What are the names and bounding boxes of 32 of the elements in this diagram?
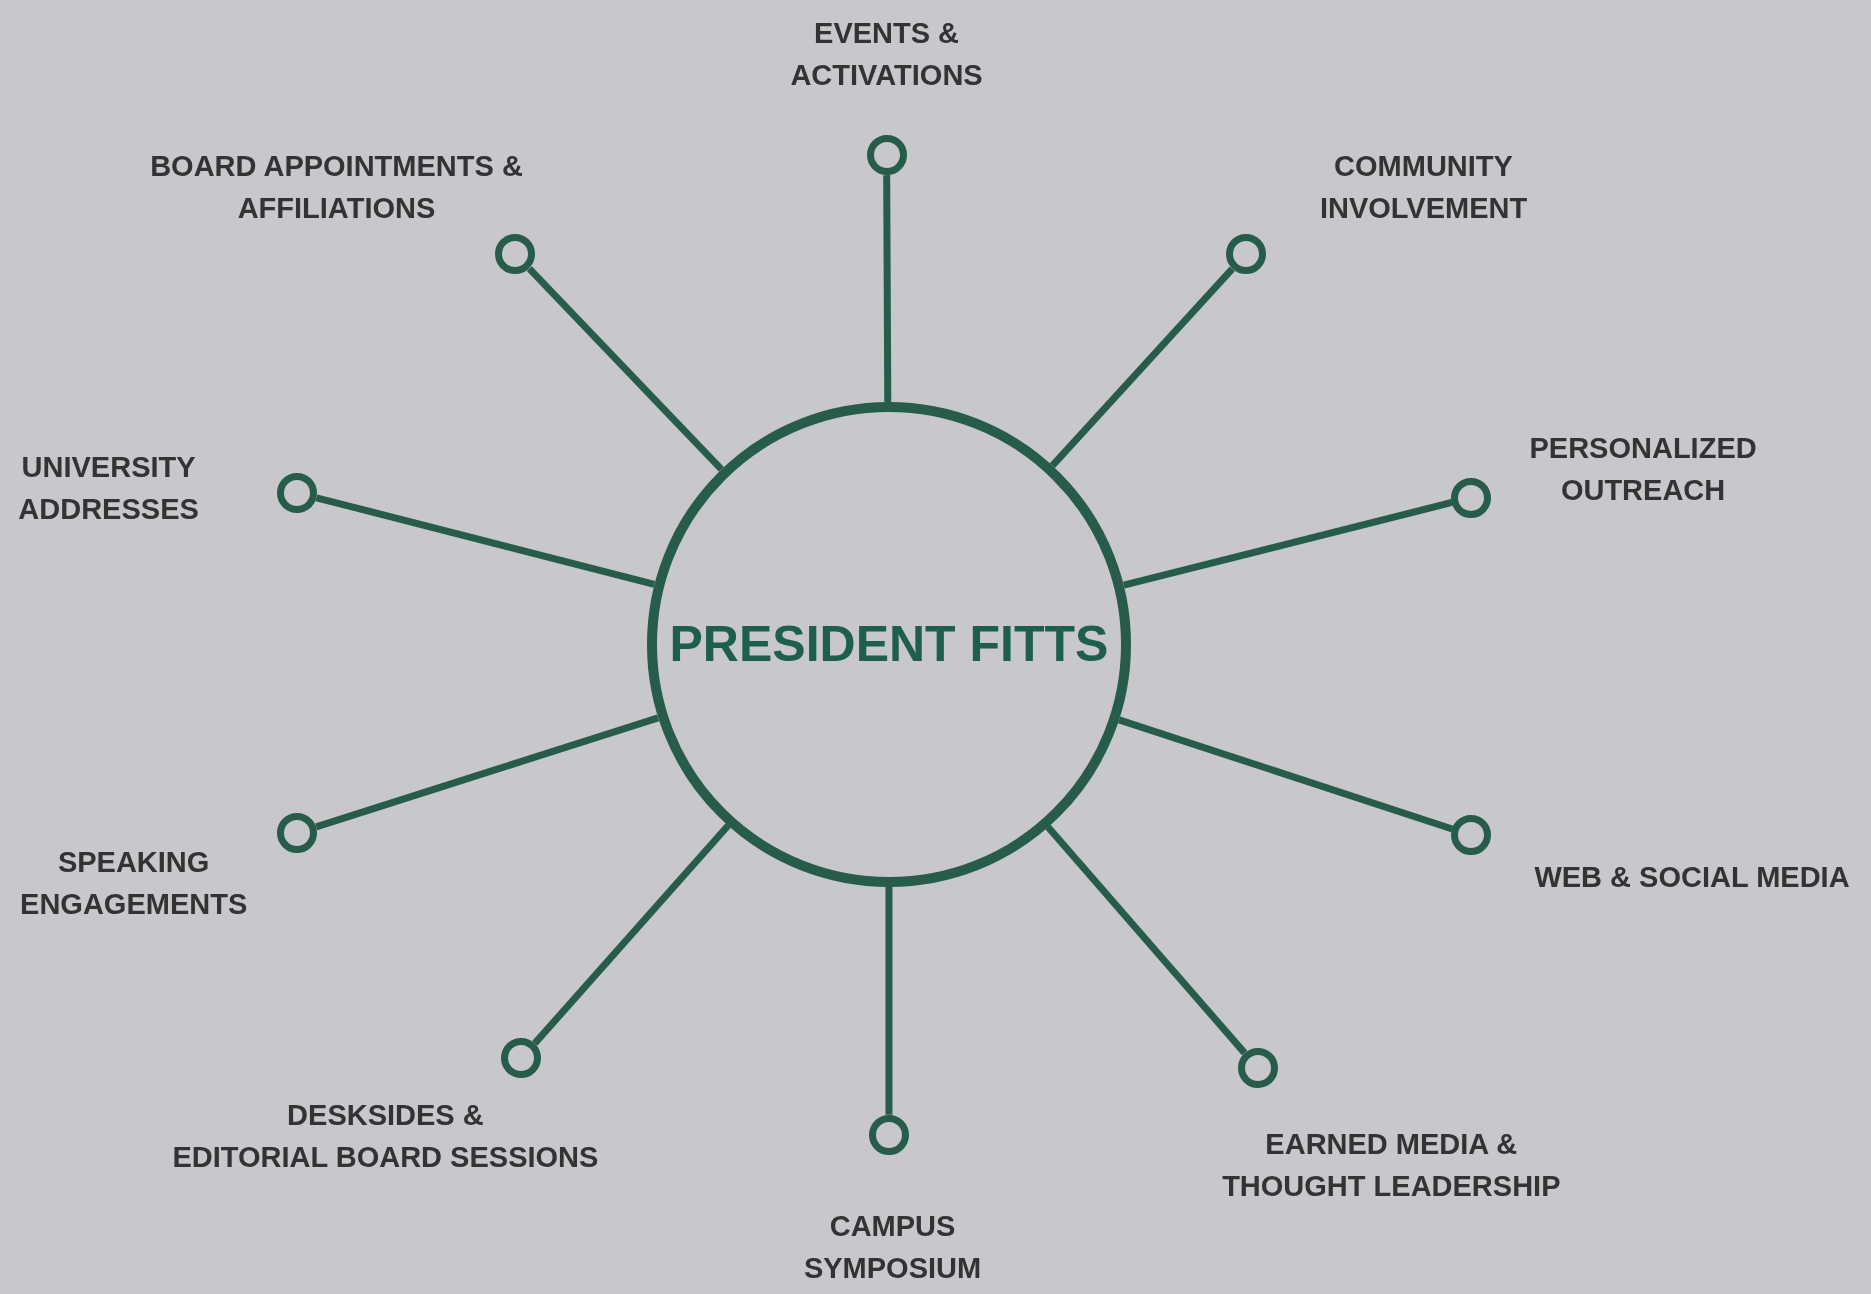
spoke-line [532, 823, 731, 1046]
spoke-line [883, 175, 892, 403]
topic-label: EARNED MEDIA & THOUGHT LEADERSHIP [1222, 1126, 1561, 1204]
spoke-line [1118, 716, 1454, 833]
spoke-line [315, 494, 656, 588]
spoke-end-circle [1237, 1047, 1278, 1088]
topic-label: PERSONALIZED OUTREACH [1529, 430, 1757, 508]
hub-label: PRESIDENT FITTS [669, 615, 1109, 674]
topic-label: UNIVERSITY ADDRESSES [18, 450, 199, 528]
spoke-end-circle [277, 472, 318, 513]
spoke-line [1049, 266, 1235, 468]
spoke-line [885, 886, 893, 1115]
spoke-end-circle [277, 812, 318, 853]
spoke-line [1123, 499, 1453, 589]
spoke-line [315, 714, 660, 831]
topic-label: CAMPUS SYMPOSIUM [803, 1208, 982, 1286]
spoke-end-circle [868, 1114, 909, 1155]
spoke-line [526, 266, 724, 472]
topic-label: SPEAKING ENGAGEMENTS [20, 844, 248, 922]
topic-label: COMMUNITY INVOLVEMENT [1319, 149, 1528, 227]
topic-label: BOARD APPOINTMENTS & AFFILIATIONS [150, 149, 523, 227]
spoke-end-circle [495, 234, 536, 275]
spoke-end-circle [1451, 815, 1492, 856]
spoke-end-circle [1225, 234, 1266, 275]
spoke-end-circle [501, 1038, 542, 1079]
spoke-end-circle [1451, 477, 1492, 518]
spoke-line [1045, 824, 1248, 1056]
spoke-end-circle [866, 135, 907, 176]
topic-label: WEB & SOCIAL MEDIA [1534, 860, 1850, 895]
hub-circle [646, 402, 1132, 887]
topic-label: DESKSIDES & EDITORIAL BOARD SESSIONS [172, 1097, 599, 1175]
topic-label: EVENTS & ACTIVATIONS [790, 15, 983, 93]
